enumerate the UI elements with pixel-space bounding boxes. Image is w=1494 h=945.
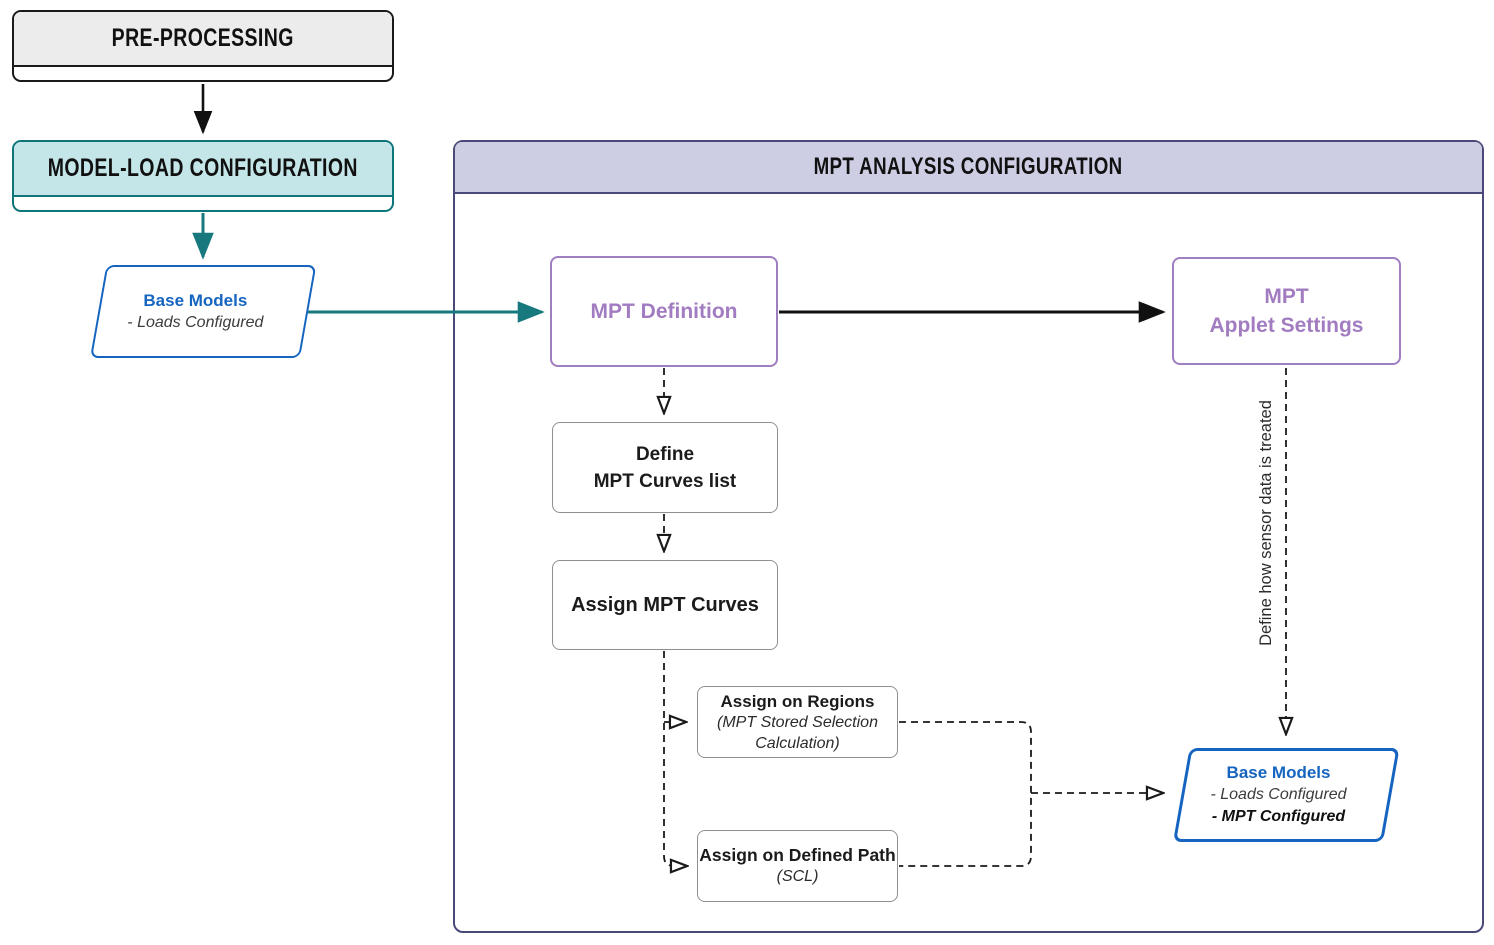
assign-regions-sub2: Calculation) — [755, 734, 840, 752]
base-models-left-node: Base Models - Loads Configured — [90, 265, 317, 358]
mpt-applet-settings-node: MPT Applet Settings — [1172, 257, 1401, 365]
dashed-arrow-assigncurves-to-assignpath — [663, 651, 687, 866]
assign-path-title: Assign on Defined Path — [699, 845, 896, 865]
model-load-configuration-node: MODEL-LOAD CONFIGURATION — [12, 140, 394, 212]
container-title: MPT ANALYSIS CONFIGURATION — [814, 153, 1123, 180]
model-load-title: MODEL-LOAD CONFIGURATION — [47, 154, 359, 182]
assign-mpt-curves-node: Assign MPT Curves — [552, 560, 778, 650]
assign-on-defined-path-node: Assign on Defined Path (SCL) — [697, 830, 898, 902]
base-models-right-node: Base Models - Loads Configured - MPT Con… — [1173, 748, 1400, 842]
mpt-definition-node: MPT Definition — [550, 256, 778, 367]
assign-path-sub: (SCL) — [776, 868, 819, 885]
assign-curves-title: Assign MPT Curves — [571, 593, 759, 616]
base-models-right-line2: - MPT Configured — [1211, 808, 1346, 825]
container-header: MPT ANALYSIS CONFIGURATION — [455, 142, 1482, 194]
base-models-right-line1: - Loads Configured — [1210, 786, 1347, 803]
base-models-right-title: Base Models — [1226, 763, 1331, 782]
assign-regions-title: Assign on Regions — [720, 691, 875, 711]
define-curves-line2: MPT Curves list — [593, 470, 737, 492]
sensor-data-note: Define how sensor data is treated — [1257, 400, 1275, 646]
preprocessing-node: PRE-PROCESSING — [12, 10, 394, 82]
preprocessing-header: PRE-PROCESSING — [14, 12, 392, 67]
mpt-applet-line1: MPT — [1264, 285, 1309, 308]
model-load-header: MODEL-LOAD CONFIGURATION — [14, 142, 392, 197]
define-mpt-curves-node: Define MPT Curves list — [552, 422, 778, 513]
base-models-left-line1: - Loads Configured — [127, 313, 264, 331]
define-curves-line1: Define — [635, 443, 695, 465]
assign-regions-sub1: (MPT Stored Selection — [717, 713, 878, 731]
dashed-bracket-assign-outputs — [899, 721, 1032, 867]
base-models-left-title: Base Models — [143, 290, 248, 310]
mpt-applet-line2: Applet Settings — [1209, 314, 1364, 337]
preprocessing-title: PRE-PROCESSING — [111, 24, 295, 52]
mpt-definition-title: MPT Definition — [590, 299, 738, 323]
assign-on-regions-node: Assign on Regions (MPT Stored Selection … — [697, 686, 898, 758]
